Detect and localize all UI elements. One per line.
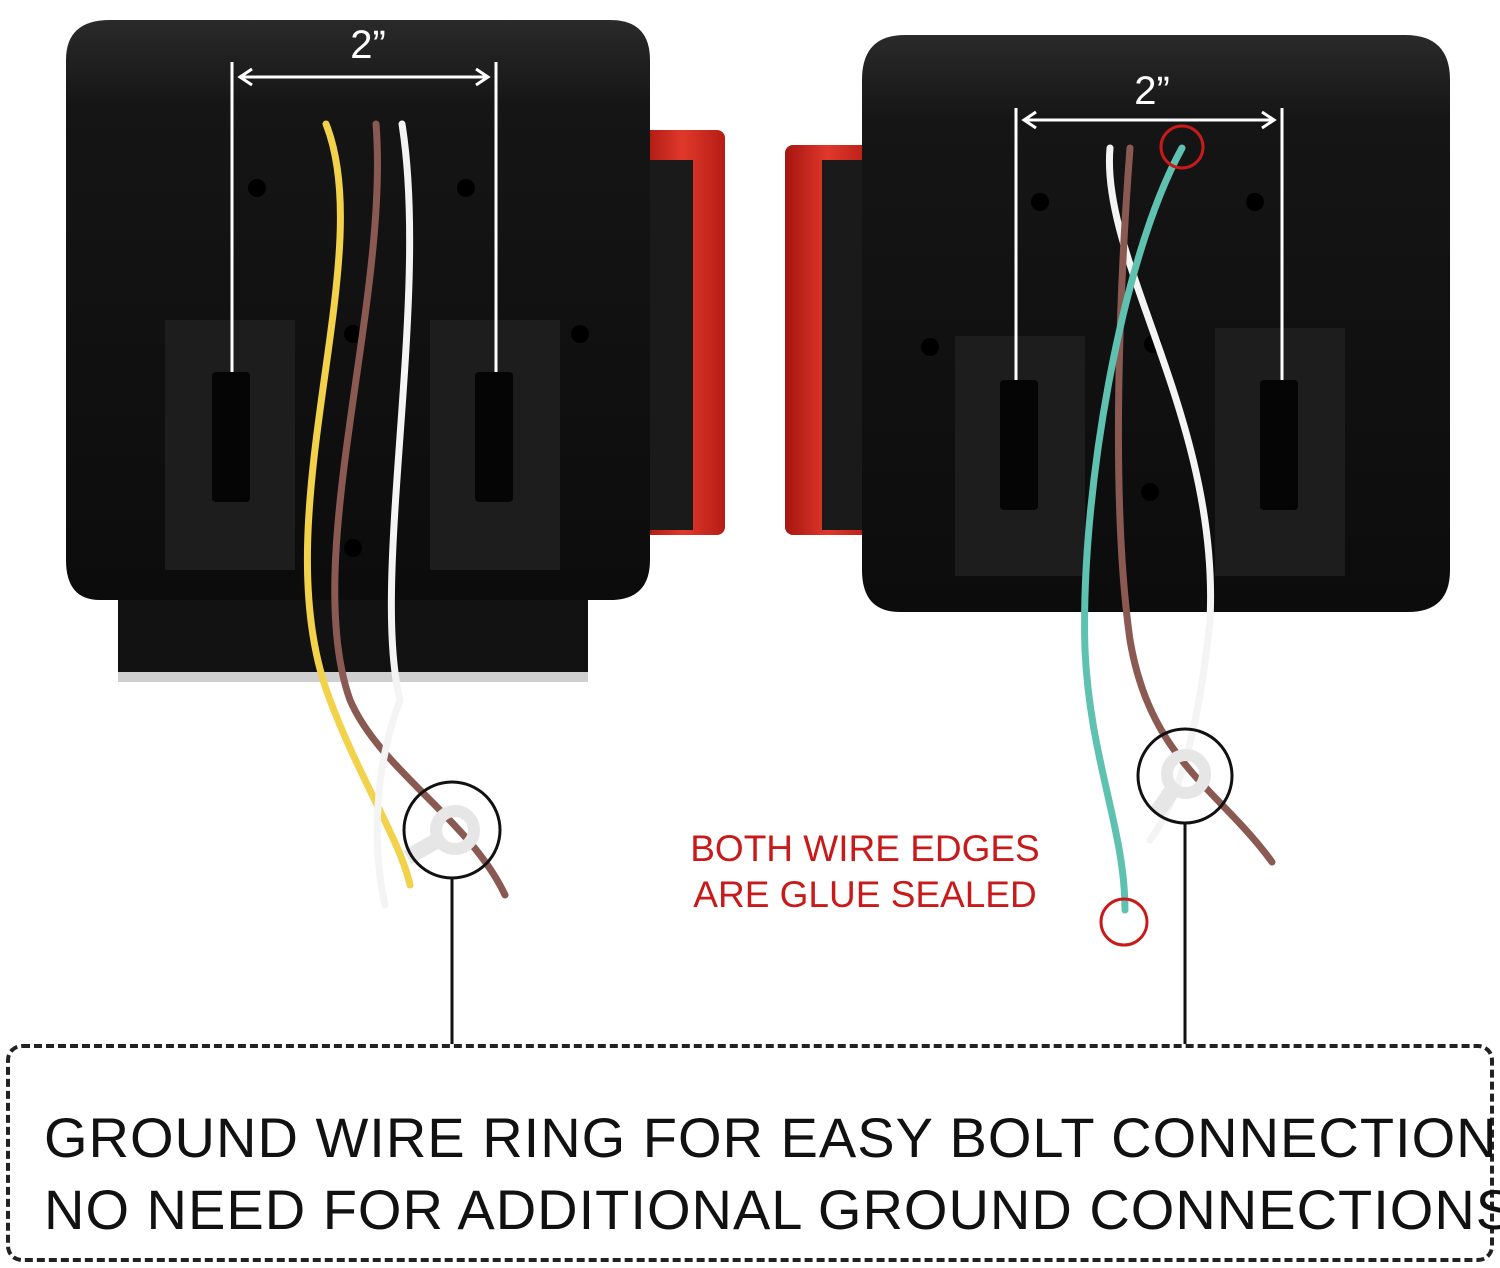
glue-seal-note-line1: BOTH WIRE EDGES <box>690 828 1040 869</box>
right-ground-callout-circle <box>1136 727 1234 825</box>
ground-ring-callout: GROUND WIRE RING FOR EASY BOLT CONNECTIO… <box>6 1044 1500 1262</box>
callout-text: GROUND WIRE RING FOR EASY BOLT CONNECTIO… <box>44 1102 1500 1246</box>
glue-seal-note-line2: ARE GLUE SEALED <box>693 874 1037 915</box>
left-dimension-marker <box>230 62 498 372</box>
right-dimension-marker <box>1014 108 1284 380</box>
right-housing <box>862 35 1450 612</box>
glue-seal-note: BOTH WIRE EDGES ARE GLUE SEALED <box>660 826 1070 918</box>
left-housing <box>66 20 650 600</box>
tip-seal-highlight <box>1099 897 1149 947</box>
callout-line2: NO NEED FOR ADDITIONAL GROUND CONNECTION… <box>44 1178 1500 1241</box>
right-dimension-label: 2” <box>1134 69 1170 113</box>
left-trailer-light: 2” <box>66 20 725 1044</box>
left-ground-callout-circle <box>402 780 502 880</box>
callout-line1: GROUND WIRE RING FOR EASY BOLT CONNECTIO… <box>44 1106 1500 1169</box>
right-wire-bundle <box>1081 144 1276 914</box>
right-ground-ring <box>1150 749 1211 817</box>
right-trailer-light: 2” <box>785 35 1450 1044</box>
top-seal-highlight <box>1159 124 1205 170</box>
left-dimension-label: 2” <box>350 23 386 67</box>
left-ground-ring <box>403 805 480 865</box>
